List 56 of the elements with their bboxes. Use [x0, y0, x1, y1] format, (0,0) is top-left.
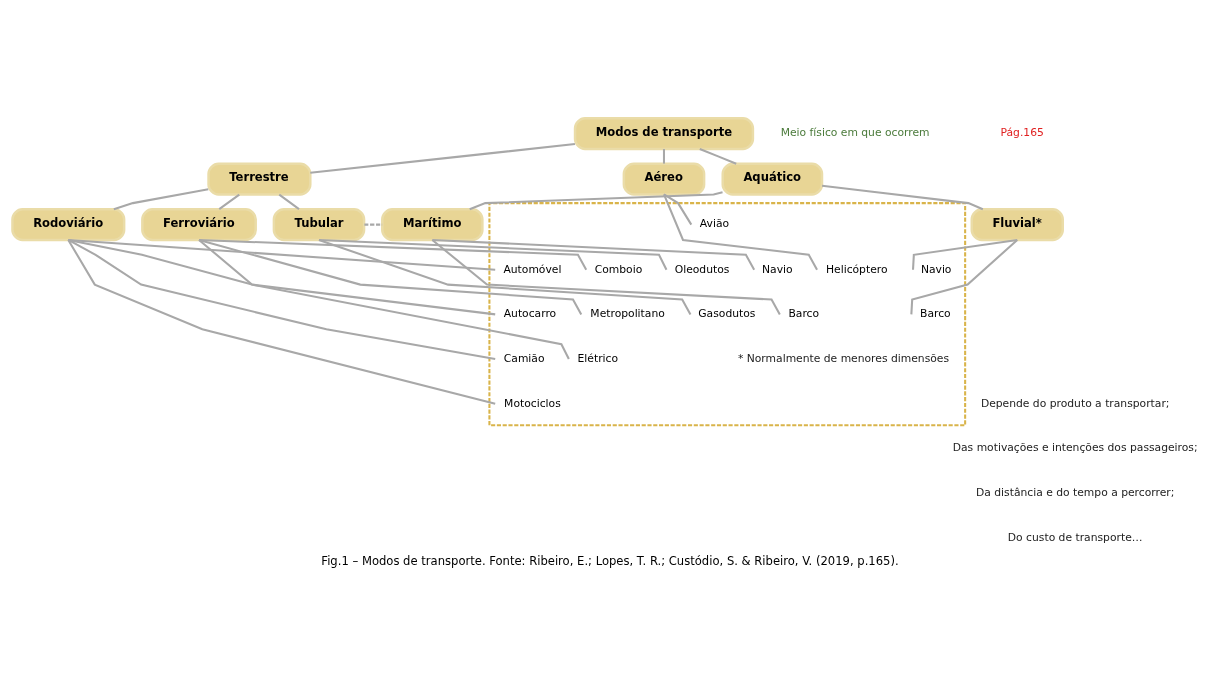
label: Depende do produto a transportar; — [980, 396, 1170, 410]
node-text: Navio — [762, 262, 793, 276]
connector — [699, 147, 737, 165]
node-box: Terrestre — [207, 162, 312, 196]
connector — [113, 188, 209, 211]
connector — [68, 238, 496, 271]
node-text: Helicóptero — [825, 262, 888, 276]
connector — [663, 194, 818, 271]
cluster — [488, 202, 967, 427]
connector — [911, 238, 1018, 270]
connector — [364, 223, 383, 226]
label: Do custo de transporte… — [1007, 530, 1143, 544]
node-box: Rodoviário — [11, 208, 126, 242]
node-text: Automóvel — [503, 262, 562, 276]
node-box: Aquático — [721, 162, 824, 196]
connector — [469, 191, 723, 211]
connector — [67, 239, 496, 405]
node-box: Modos de transporte — [573, 117, 755, 151]
connector — [318, 238, 692, 315]
connector — [431, 239, 781, 315]
node-text: Metropolitano — [590, 307, 665, 321]
node-text: Autocarro — [503, 307, 557, 321]
connector — [663, 193, 693, 226]
node-box: Fluvial* — [970, 208, 1064, 242]
connector — [218, 193, 240, 210]
connector — [910, 239, 1018, 315]
node-text: Avião — [699, 217, 730, 231]
label: Pág.165 — [1000, 126, 1044, 140]
node-text: Motociclos — [504, 396, 561, 410]
connector — [821, 184, 984, 211]
node-box: Marítimo — [381, 208, 484, 242]
connector — [318, 238, 668, 271]
caption: Fig.1 – Modos de transporte. Fonte: Ribeiro, E.; Lopes, T. R.; Custódio, S. & Ribeiro, V. (2019, p.165). — [321, 554, 899, 569]
label: Das motivações e intenções dos passageiros; — [952, 441, 1198, 455]
node-text: Barco — [920, 307, 951, 321]
connector — [662, 149, 665, 164]
connector — [278, 193, 300, 210]
node-box: Tubular — [272, 208, 366, 242]
node-text: Navio — [920, 262, 952, 276]
node-text: Comboio — [594, 262, 643, 276]
label: Da distância e do tempo a percorrer; — [975, 485, 1175, 499]
connector — [67, 239, 496, 361]
node-text: Oleodutos — [674, 262, 730, 276]
node-text: Elétrico — [577, 351, 619, 365]
node-text: Camião — [503, 351, 545, 365]
connector — [199, 238, 588, 271]
node-box: Aéreo — [622, 162, 706, 196]
node-text: Gasodutos — [698, 307, 756, 321]
node-box: Ferroviário — [141, 208, 257, 242]
label: Meio físico em que ocorrem — [780, 126, 930, 140]
connector — [68, 238, 496, 316]
label: * Normalmente de menores dimensões — [737, 351, 950, 365]
connector — [310, 143, 576, 174]
connector — [198, 239, 570, 360]
node-text: Barco — [788, 307, 820, 321]
connector — [432, 238, 756, 271]
